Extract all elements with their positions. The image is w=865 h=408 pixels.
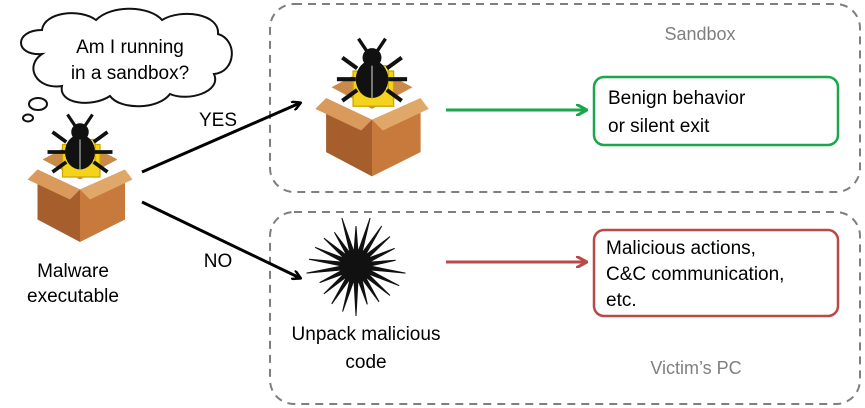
yes-label: YES	[199, 110, 237, 131]
sandbox-title: Sandbox	[664, 24, 735, 44]
unpack-label-line-2: code	[345, 352, 386, 373]
no-arrow	[141, 200, 300, 278]
malicious-outcome-line-2: C&C communication,	[606, 264, 784, 285]
starburst-icon	[306, 217, 406, 317]
malware-label-line-1: Malware	[37, 261, 109, 282]
malicious-outcome-line-1: Malicious actions,	[606, 238, 756, 259]
benign-outcome-box	[592, 75, 840, 147]
thought-line-2: in a sandbox?	[71, 63, 189, 84]
malware-label-line-2: executable	[27, 286, 119, 307]
victim-region	[269, 211, 861, 405]
no-label: NO	[204, 251, 233, 272]
malicious-outcome-box	[592, 228, 840, 318]
sandbox-region	[269, 3, 861, 193]
victim-title: Victim’s PC	[650, 358, 741, 378]
thought-line-1: Am I running	[76, 37, 184, 58]
bug-in-box-icon	[25, 112, 135, 244]
unpack-label-line-1: Unpack malicious	[292, 324, 441, 345]
malicious-outcome-line-3: etc.	[606, 290, 637, 311]
yes-arrow	[141, 103, 300, 174]
benign-outcome-line-1: Benign behavior	[608, 88, 746, 109]
benign-outcome-line-2: or silent exit	[608, 116, 710, 137]
sandbox-bug-in-box-icon	[315, 39, 428, 177]
thought-bubble: Am I running in a sandbox?	[20, 7, 233, 123]
